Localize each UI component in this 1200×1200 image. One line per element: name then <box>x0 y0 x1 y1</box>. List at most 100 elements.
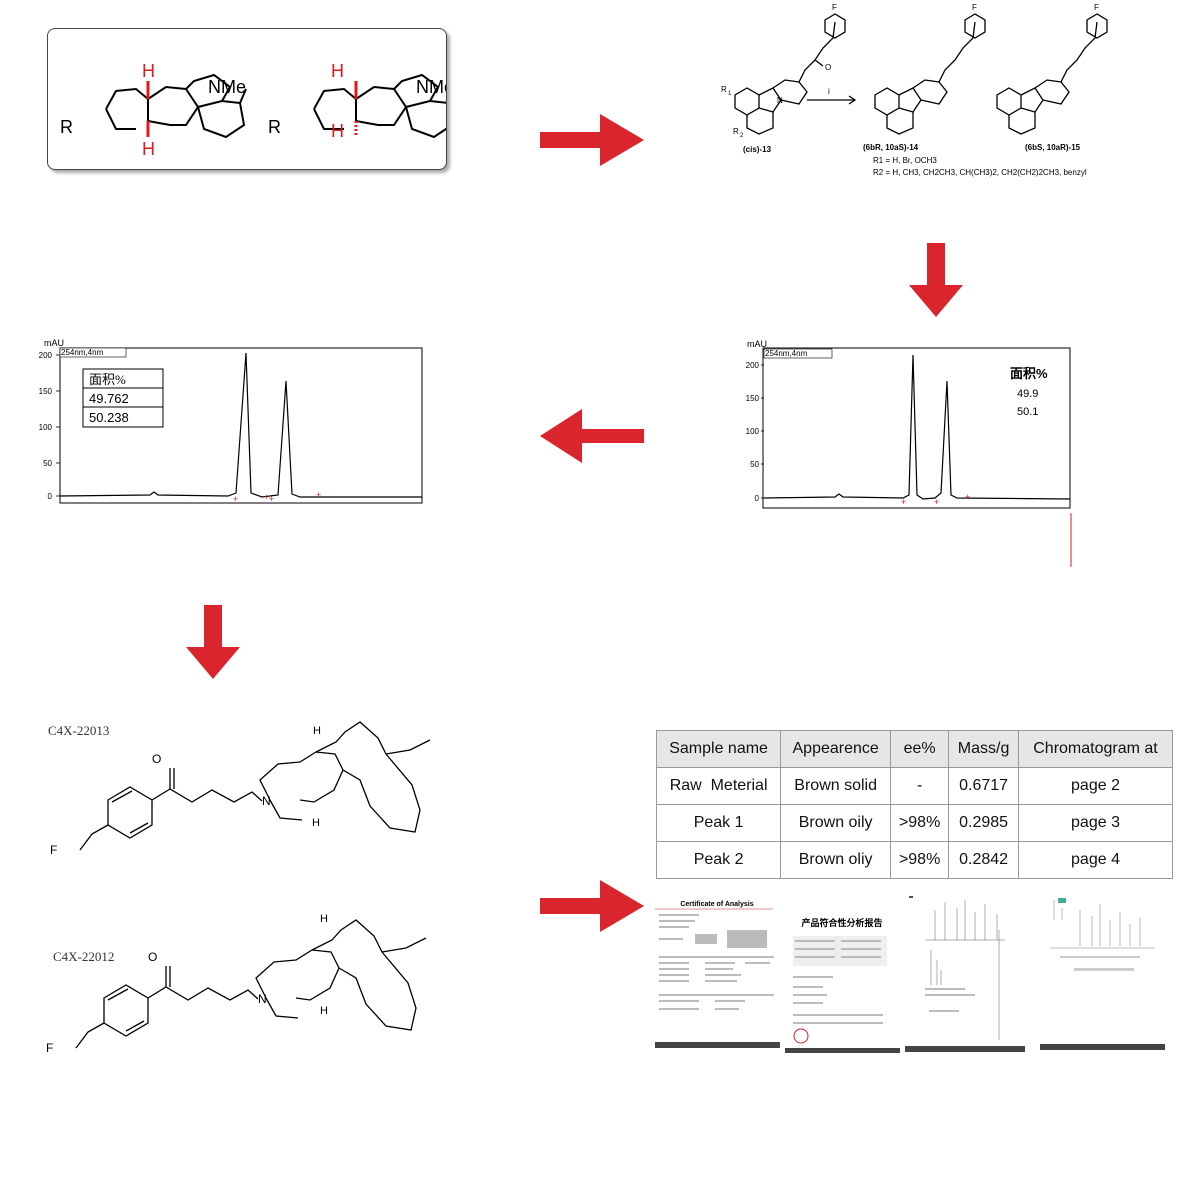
cell: page 3 <box>1018 804 1173 842</box>
summary-table: Sample name Appearence ee% Mass/g Chroma… <box>655 730 1173 879</box>
ytick-150: 150 <box>746 394 760 403</box>
ytick-100: 100 <box>746 427 760 436</box>
hplc-chart-right: mAU 254nm,4nm 200 150 100 50 0 +++ 面积% 4… <box>746 339 1072 567</box>
ytick-100: 100 <box>39 423 53 432</box>
atom-h-bottom-2: H <box>320 1005 328 1017</box>
f-label-13: F <box>832 3 837 12</box>
header-sample-name: Sample name <box>655 730 782 768</box>
compound-label-22013: C4X-22013 <box>48 723 110 738</box>
svg-text:+: + <box>264 492 269 502</box>
r1-definition: R1 = H, Br, OCH3 <box>873 156 937 165</box>
scaffold-box: H H R NMe H H R NMe <box>47 28 455 170</box>
ms-spectrum-thumbnail <box>1040 890 1165 1060</box>
reagent-label: i <box>828 87 830 96</box>
header-mass: Mass/g <box>948 730 1020 768</box>
hplc-left-area-2: 50.238 <box>89 410 129 425</box>
header-ee: ee% <box>890 730 950 768</box>
ytick-200: 200 <box>39 351 53 360</box>
r-label-2: R <box>268 117 281 137</box>
cell: Brown oliy <box>780 841 892 879</box>
cell: Brown solid <box>780 767 892 805</box>
stereo-h-top-2: H <box>331 61 344 81</box>
header-chromatogram: Chromatogram at <box>1018 730 1173 768</box>
ytick-50: 50 <box>750 460 759 469</box>
o-label-13: O <box>825 63 831 72</box>
cell: Raw Meterial <box>655 767 782 805</box>
arrow-right-2 <box>540 880 644 932</box>
atom-h-top-2: H <box>320 913 328 925</box>
spectrum-page-thumbnail <box>905 890 1025 1060</box>
table-row: Peak 2 Brown oliy >98% 0.2842 page 4 <box>655 841 1173 879</box>
cell: >98% <box>890 841 950 879</box>
r1-sub: 1 <box>728 91 732 97</box>
ytick-0: 0 <box>48 492 53 501</box>
hplc-chart-left: mAU 254nm,4nm 200 150 100 50 0 面积% 49.76… <box>39 338 423 504</box>
hplc-right-markers: +++ <box>901 492 970 507</box>
r1-label: R <box>721 85 727 94</box>
report-title: 产品符合性分析报告 <box>801 917 882 928</box>
arrow-down-1 <box>909 243 963 317</box>
compound-label-22012: C4X-22012 <box>53 949 115 964</box>
cell: >98% <box>890 804 950 842</box>
svg-text:+: + <box>316 490 321 500</box>
scaffold-structures: H H R NMe H H R NMe <box>60 61 455 159</box>
compound-14-label: (6bR, 10aS)-14 <box>863 143 919 152</box>
hplc-right-unit: mAU <box>747 339 767 349</box>
r2-definition: R2 = H, CH3, CH2CH3, CH(CH3)2, CH2(CH2)2… <box>873 168 1087 177</box>
atom-f-bottom: F <box>46 1041 53 1055</box>
cell: Brown oily <box>780 804 892 842</box>
atom-h-bottom: H <box>312 817 320 829</box>
hplc-right-yaxis: 200 150 100 50 0 <box>746 361 760 503</box>
hplc-left-area-table <box>82 368 164 428</box>
arrow-right-1 <box>540 114 644 166</box>
cell: page 4 <box>1018 841 1173 879</box>
hplc-left-trace <box>59 352 422 498</box>
ytick-200: 200 <box>746 361 760 370</box>
header-appearence: Appearence <box>780 730 892 768</box>
ytick-150: 150 <box>39 387 53 396</box>
stereo-h-top: H <box>142 61 155 81</box>
stereo-h-bottom: H <box>142 139 155 159</box>
nme-label: NMe <box>208 77 246 97</box>
f-label-14: F <box>972 3 977 12</box>
svg-text:+: + <box>934 497 939 507</box>
hplc-left-area-header: 面积% <box>89 372 126 387</box>
hplc-left-wavelength: 254nm,4nm <box>61 348 104 357</box>
compound-22012-structure: O F N H H <box>46 913 427 1055</box>
atom-f-top: F <box>50 843 57 857</box>
svg-text:+: + <box>901 497 906 507</box>
cell: - <box>890 767 950 805</box>
compound-15-label: (6bS, 10aR)-15 <box>1025 143 1081 152</box>
compound-13-label: (cis)-13 <box>743 145 772 154</box>
svg-text:+: + <box>269 494 274 504</box>
r2-label: R <box>733 127 739 136</box>
hplc-right-area-2: 50.1 <box>1017 406 1038 418</box>
arrow-down-2 <box>186 605 240 679</box>
nme-label-2: NMe <box>416 77 446 97</box>
compliance-report-thumbnail: 产品符合性分析报告 <box>785 890 900 1060</box>
stereo-h-bottom-2: H <box>331 121 344 141</box>
r-label: R <box>60 117 73 137</box>
compound-22013-structure: O F N H H <box>50 721 431 857</box>
ytick-0: 0 <box>755 494 760 503</box>
hplc-left-unit: mAU <box>44 338 64 348</box>
cell: Peak 2 <box>655 841 782 879</box>
cell: 0.2985 <box>948 804 1020 842</box>
hplc-right-area-1: 49.9 <box>1017 388 1038 400</box>
hplc-right-trace <box>763 354 1071 500</box>
cell: 0.2842 <box>948 841 1020 879</box>
r2-sub: 2 <box>740 133 744 139</box>
arrow-left-1 <box>540 409 644 463</box>
hplc-right-area-header: 面积% <box>1010 366 1048 381</box>
coa-document-thumbnail: Certificate of Analysis <box>655 890 780 1060</box>
cell: page 2 <box>1018 767 1173 805</box>
atom-o-bottom: O <box>148 950 157 964</box>
table-row: Peak 1 Brown oily >98% 0.2985 page 3 <box>655 804 1173 842</box>
hplc-left-area-1: 49.762 <box>89 391 129 406</box>
cell: Peak 1 <box>655 804 782 842</box>
coa-title: Certificate of Analysis <box>680 901 753 908</box>
reaction-scheme: R 1 R 2 N F O F F i (cis)-13 (6bR, 10aS)… <box>721 3 1108 177</box>
hplc-left-yaxis: 200 150 100 50 0 <box>39 351 53 501</box>
svg-text:+: + <box>233 494 238 504</box>
cell: 0.6717 <box>948 767 1020 805</box>
